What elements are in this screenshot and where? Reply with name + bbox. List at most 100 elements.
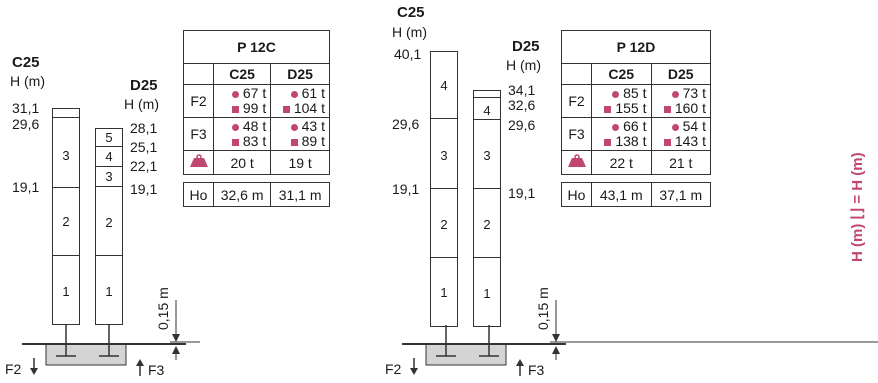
left-c25-unit: H (m) [10, 73, 45, 89]
dot-icon [290, 90, 298, 98]
left-d25-level: 25,1 [130, 139, 158, 155]
weight-icon [567, 154, 586, 167]
square-icon [282, 105, 290, 113]
left-c25-mast: 3 2 1 [52, 108, 80, 325]
col-header: C25 [212, 63, 272, 85]
right-d25-title: D25 [512, 38, 540, 55]
right-d25-level: 34,1 [508, 82, 536, 98]
value: 138 t [615, 133, 647, 149]
mast-segment-label: 3 [440, 148, 448, 163]
value: 104 t [293, 100, 325, 116]
mast-segment-label: 3 [62, 148, 70, 163]
mast-segment-label: 2 [62, 214, 70, 229]
dot-icon [671, 123, 679, 131]
row-label: F3 [183, 117, 214, 151]
value: 67 t [242, 85, 267, 101]
dot-icon [290, 123, 298, 131]
left-c25-title: C25 [12, 54, 40, 71]
col-header: C25 [591, 63, 652, 85]
weight-icon [189, 154, 208, 167]
col-header: D25 [270, 63, 330, 85]
square-icon [604, 105, 612, 113]
value: 155 t [615, 100, 647, 116]
left-d25-unit: H (m) [124, 96, 159, 112]
left-d25-level: 28,1 [130, 120, 158, 136]
dot-icon [612, 123, 620, 131]
value: 89 t [301, 133, 325, 149]
right-base-drawing [402, 300, 878, 376]
square-icon [604, 138, 612, 146]
row-label: Ho [183, 182, 214, 207]
right-c25-title: C25 [397, 4, 425, 21]
mast-segment-label: 4 [483, 103, 491, 118]
value: 61 t [301, 85, 325, 101]
mast-segment-label: 3 [483, 148, 491, 163]
weight-value: 21 t [650, 150, 711, 175]
weight-value: 22 t [591, 150, 652, 175]
square-icon [663, 105, 671, 113]
mast-segment-label: 4 [105, 149, 113, 164]
square-icon [663, 138, 671, 146]
table-title: P 12C [183, 30, 330, 64]
mast-segment-label: 1 [483, 286, 491, 301]
dot-icon [671, 90, 679, 98]
square-icon [231, 138, 239, 146]
value: 85 t [623, 85, 647, 101]
left-spec-table: P 12C C25 D25 F2 67 t 99 t 61 t 104 t F3… [183, 30, 330, 207]
left-f3-label: F3 [148, 362, 165, 378]
right-c25-level: 29,6 [392, 116, 420, 132]
value: 160 t [674, 100, 706, 116]
right-d25-unit: H (m) [506, 57, 541, 73]
right-c25-mast: 4 3 2 1 [430, 51, 458, 327]
weight-value: 20 t [212, 150, 272, 175]
right-c25-level: 40,1 [394, 46, 422, 62]
ho-value: 31,1 m [270, 182, 330, 207]
left-c25-level: 31,1 [12, 100, 40, 116]
right-d25-level: 19,1 [508, 185, 536, 201]
mast-segment-label: 2 [105, 215, 113, 230]
left-c25-level: 29,6 [12, 116, 40, 132]
dot-icon [231, 123, 239, 131]
right-d25-mast: 4 3 2 1 [473, 90, 501, 327]
col-header: D25 [650, 63, 711, 85]
value: 143 t [674, 133, 706, 149]
value: 54 t [682, 118, 706, 134]
row-label: F2 [561, 84, 592, 118]
right-c25-unit: H (m) [392, 24, 427, 40]
value: 99 t [242, 100, 267, 116]
left-d25-mast: 5 4 3 2 1 [95, 128, 123, 325]
right-f3-label: F3 [528, 362, 545, 378]
ho-value: 43,1 m [591, 182, 652, 207]
left-d25-title: D25 [130, 77, 158, 94]
mast-segment-label: 5 [105, 130, 113, 145]
right-d25-level: 29,6 [508, 117, 536, 133]
sidebar-legend: H (m) ⌊⌋ = H (m) [849, 152, 866, 262]
mast-segment-label: 4 [440, 78, 448, 93]
row-label: F3 [561, 117, 592, 151]
table-title: P 12D [561, 30, 711, 64]
left-clearance-label: 0,15 m [155, 287, 171, 330]
left-base-drawing [22, 300, 200, 376]
value: 43 t [301, 118, 325, 134]
right-clearance-label: 0,15 m [535, 287, 551, 330]
ho-value: 37,1 m [650, 182, 711, 207]
square-icon [290, 138, 298, 146]
value: 83 t [242, 133, 267, 149]
ho-value: 32,6 m [212, 182, 272, 207]
right-d25-level: 32,6 [508, 97, 536, 113]
weight-value: 19 t [270, 150, 330, 175]
left-c25-level: 19,1 [12, 179, 40, 195]
row-label: F2 [183, 84, 214, 118]
value: 73 t [682, 85, 706, 101]
mast-segment-label: 1 [62, 284, 70, 299]
left-d25-level: 19,1 [130, 181, 158, 197]
left-d25-level: 22,1 [130, 158, 158, 174]
value: 66 t [623, 118, 647, 134]
mast-segment-label: 3 [105, 169, 113, 184]
square-icon [231, 105, 239, 113]
mast-segment-label: 2 [483, 217, 491, 232]
row-label: Ho [561, 182, 592, 207]
right-f2-label: F2 [385, 361, 402, 377]
dot-icon [231, 90, 239, 98]
dot-icon [612, 90, 620, 98]
